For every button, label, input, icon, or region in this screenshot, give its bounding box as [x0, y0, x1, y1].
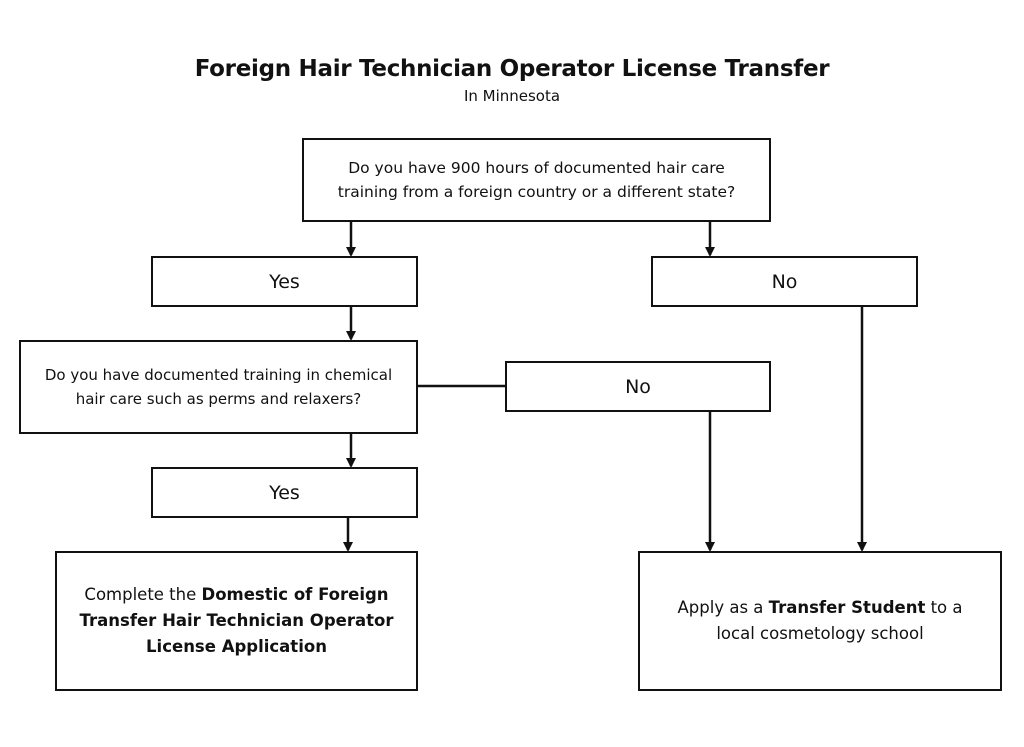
result-application-text: Complete the Domestic of Foreign Transfe…	[77, 582, 396, 660]
result-transfer-bold: Transfer Student	[768, 598, 926, 617]
no-chemical-label: No	[625, 375, 651, 398]
yes-chemical-box: Yes	[151, 467, 418, 518]
result-transfer-box: Apply as a Transfer Student to a local c…	[638, 551, 1002, 691]
result-application-box: Complete the Domestic of Foreign Transfe…	[55, 551, 418, 691]
no-chemical-box: No	[505, 361, 771, 412]
yes-hours-label: Yes	[269, 270, 300, 293]
result-transfer-prefix: Apply as a	[677, 598, 769, 617]
question-hours-box: Do you have 900 hours of documented hair…	[302, 138, 771, 222]
result-transfer-text: Apply as a Transfer Student to a local c…	[666, 595, 974, 647]
result-transfer-suffix: to a local cosmetology school	[716, 598, 963, 643]
result-application-prefix: Complete the	[84, 585, 202, 604]
diagram-title: Foreign Hair Technician Operator License…	[194, 56, 830, 82]
no-hours-box: No	[651, 256, 918, 307]
yes-chemical-label: Yes	[269, 481, 300, 504]
no-hours-label: No	[771, 270, 798, 293]
result-application-bold: Domestic of Foreign Transfer Hair Techni…	[79, 585, 394, 656]
diagram-subtitle: In Minnesota	[463, 87, 561, 105]
question-chemical-box: Do you have documented training in chemi…	[19, 340, 418, 434]
question-chemical-text: Do you have documented training in chemi…	[44, 366, 393, 408]
yes-hours-box: Yes	[151, 256, 418, 307]
question-hours-text: Do you have 900 hours of documented hair…	[337, 159, 736, 201]
